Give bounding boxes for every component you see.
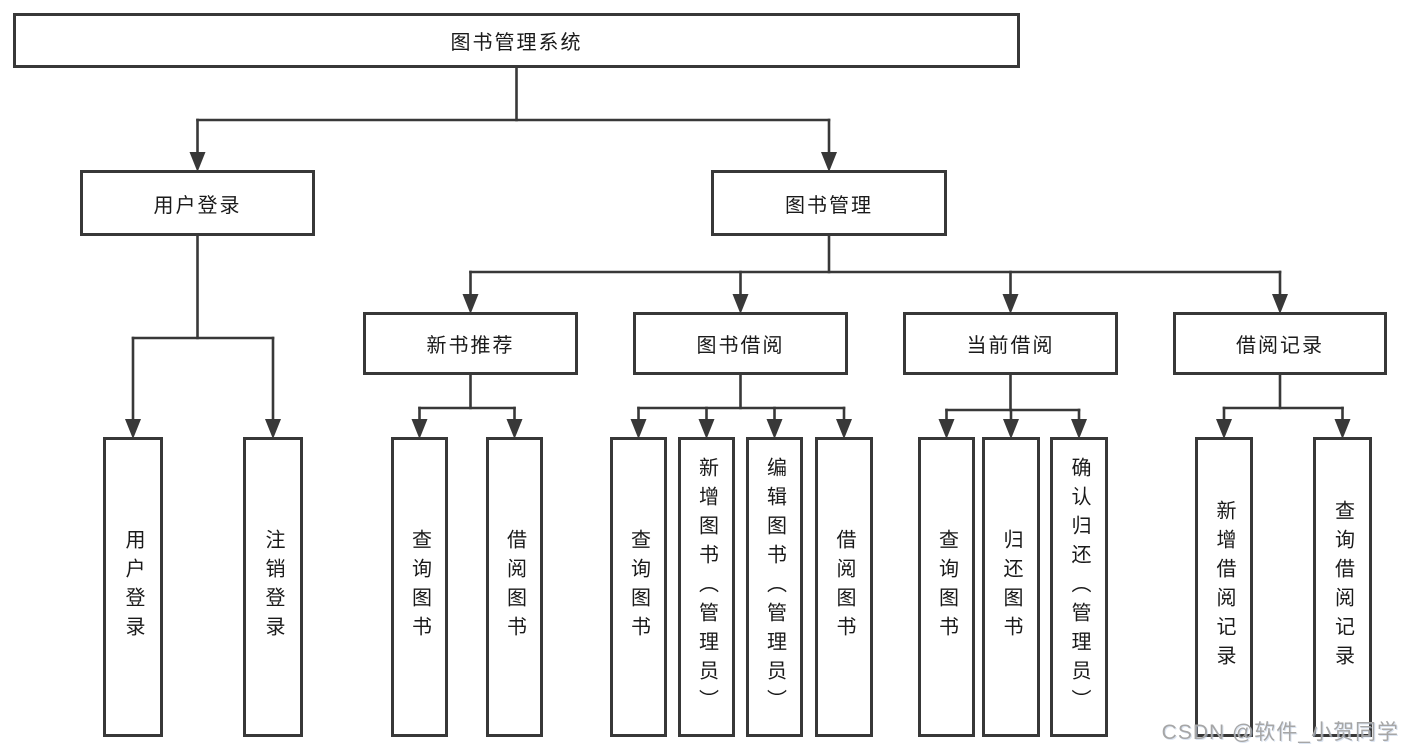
arrow-down-icon [462, 294, 479, 314]
node-nb-borrow: 借阅图书 [486, 437, 543, 737]
arrow-down-icon [125, 419, 141, 439]
node-login: 用户登录 [80, 170, 315, 236]
node-login-user: 用户登录 [103, 437, 163, 737]
watermark: CSDN @软件_小贺同学 [1161, 721, 1399, 744]
node-current: 当前借阅 [903, 312, 1118, 375]
node-cur-return: 归还图书 [982, 437, 1040, 737]
arrow-down-icon [821, 152, 837, 172]
node-newbook: 新书推荐 [363, 312, 578, 375]
node-records: 借阅记录 [1173, 312, 1387, 375]
node-bw-add: 新增图书（管理员） [678, 437, 735, 737]
node-cur-confirm: 确认归还（管理员） [1050, 437, 1108, 737]
node-root: 图书管理系统 [13, 13, 1020, 68]
arrow-down-icon [1216, 419, 1232, 439]
arrow-down-icon [506, 419, 523, 439]
arrow-down-icon [698, 419, 715, 439]
arrow-down-icon [836, 419, 852, 439]
node-login-logout: 注销登录 [243, 437, 303, 737]
node-mgmt: 图书管理 [711, 170, 947, 236]
arrow-down-icon [1334, 419, 1351, 439]
node-bw-borrow: 借阅图书 [815, 437, 873, 737]
node-bw-query: 查询图书 [610, 437, 667, 737]
node-nb-query: 查询图书 [391, 437, 448, 737]
arrow-down-icon [630, 419, 647, 439]
arrow-down-icon [1003, 419, 1019, 439]
arrow-down-icon [766, 419, 783, 439]
arrow-down-icon [1002, 294, 1019, 314]
arrow-down-icon [265, 419, 281, 439]
node-rec-query: 查询借阅记录 [1313, 437, 1372, 737]
arrow-down-icon [732, 294, 749, 314]
arrow-down-icon [411, 419, 428, 439]
node-bw-edit: 编辑图书（管理员） [746, 437, 803, 737]
node-cur-query: 查询图书 [918, 437, 975, 737]
arrow-down-icon [938, 419, 955, 439]
node-borrow: 图书借阅 [633, 312, 848, 375]
arrow-down-icon [189, 152, 206, 172]
arrow-down-icon [1071, 419, 1087, 439]
node-rec-add: 新增借阅记录 [1195, 437, 1253, 737]
arrow-down-icon [1272, 294, 1288, 314]
